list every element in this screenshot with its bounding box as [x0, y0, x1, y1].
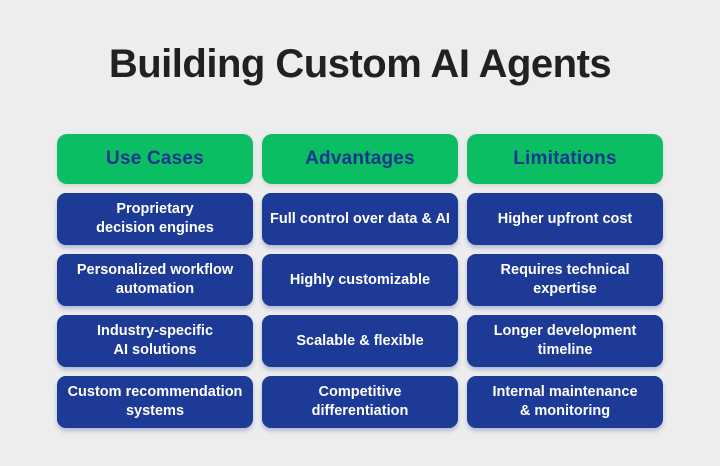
- limitations-item-1: Higher upfront cost: [467, 193, 663, 245]
- page-title: Building Custom AI Agents: [108, 42, 612, 86]
- advantages-item-2: Highly customizable: [262, 254, 458, 306]
- advantages-item-3: Scalable & flexible: [262, 315, 458, 367]
- column-header-use-cases: Use Cases: [57, 134, 253, 184]
- use-cases-item-2: Personalized workflow automation: [57, 254, 253, 306]
- use-cases-item-3: Industry-specific AI solutions: [57, 315, 253, 367]
- limitations-item-4: Internal maintenance & monitoring: [467, 376, 663, 428]
- column-header-limitations: Limitations: [467, 134, 663, 184]
- limitations-item-3: Longer development timeline: [467, 315, 663, 367]
- limitations-item-2: Requires technical expertise: [467, 254, 663, 306]
- advantages-item-4: Competitive differentiation: [262, 376, 458, 428]
- use-cases-item-4: Custom recommendation systems: [57, 376, 253, 428]
- use-cases-item-1: Proprietary decision engines: [57, 193, 253, 245]
- comparison-grid: Use Cases Advantages Limitations Proprie…: [57, 134, 663, 428]
- advantages-item-1: Full control over data & AI: [262, 193, 458, 245]
- column-header-advantages: Advantages: [262, 134, 458, 184]
